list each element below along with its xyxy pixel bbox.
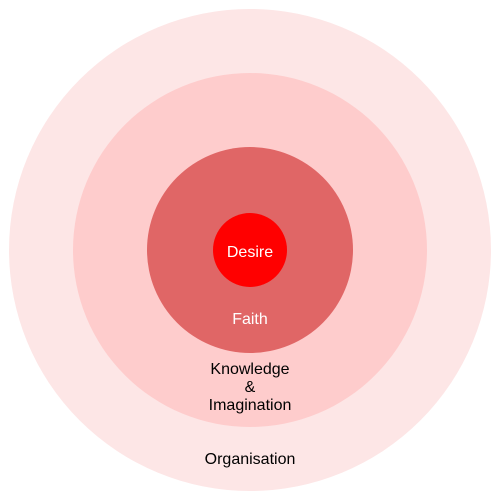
label-organisation: Organisation xyxy=(205,451,296,468)
label-knowledge-line2: & xyxy=(245,379,256,396)
label-knowledge-line3: Imagination xyxy=(209,397,292,414)
ring-desire xyxy=(213,213,287,287)
label-knowledge-line1: Knowledge xyxy=(210,361,289,378)
label-faith: Faith xyxy=(232,311,268,328)
label-desire: Desire xyxy=(227,244,273,261)
